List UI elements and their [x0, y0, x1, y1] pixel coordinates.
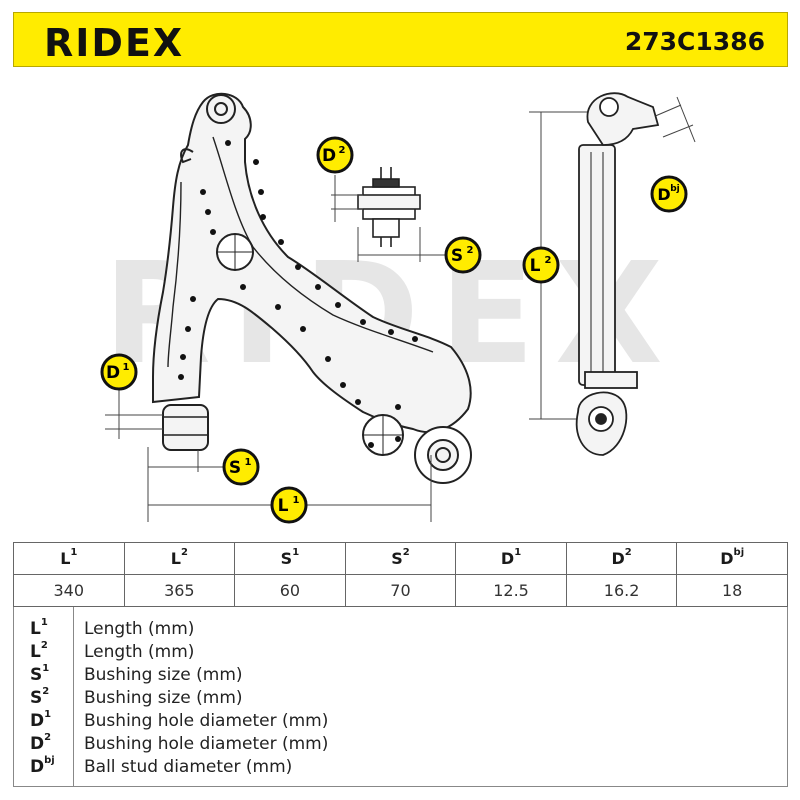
- label-l2: L 2: [522, 246, 560, 284]
- svg-text:2: 2: [339, 145, 346, 156]
- legend-desc-l2: Length (mm): [84, 642, 195, 662]
- value-d2: 16.2: [565, 574, 678, 607]
- col-header-d1: D1: [455, 542, 567, 575]
- value-l2: 365: [123, 574, 236, 607]
- specs-table: L1 L2 S1 S2 D1 D2 Dbj 340 365 60 70 12.5…: [13, 542, 788, 607]
- legend-desc-d1: Bushing hole diameter (mm): [84, 711, 329, 731]
- legend-desc-l1: Length (mm): [84, 619, 195, 639]
- svg-text:1: 1: [293, 495, 300, 506]
- ridex-logo: RIDEX: [44, 21, 185, 65]
- control-arm-diagram: RIDEX: [100, 92, 696, 524]
- col-header-s1: S1: [234, 542, 346, 575]
- value-dbj: 18: [676, 574, 788, 607]
- legend-desc-s1: Bushing size (mm): [84, 665, 243, 685]
- col-header-s2: S2: [344, 542, 457, 575]
- svg-text:L: L: [278, 496, 289, 516]
- legend-desc-dbj: Ball stud diameter (mm): [84, 757, 293, 777]
- svg-text:L: L: [530, 256, 541, 276]
- legend-key-l1: L1: [30, 617, 48, 639]
- value-l1: 340: [13, 574, 125, 607]
- col-header-dbj: Dbj: [676, 542, 788, 575]
- legend-key-column: [14, 607, 74, 786]
- label-dbj: D bj: [650, 175, 688, 213]
- legend-key-d1: D1: [30, 709, 52, 731]
- svg-text:D: D: [106, 363, 120, 383]
- legend-key-dbj: Dbj: [30, 755, 55, 777]
- col-header-d2: D2: [565, 542, 678, 575]
- legend-desc-s2: Bushing size (mm): [84, 688, 243, 708]
- legend-desc-d2: Bushing hole diameter (mm): [84, 734, 329, 754]
- label-l1: L 1: [270, 486, 308, 524]
- label-d2: D 2: [316, 136, 354, 174]
- value-s1: 60: [234, 574, 346, 607]
- specs-header-row: L1 L2 S1 S2 D1 D2 Dbj: [13, 542, 788, 575]
- legend-key-l2: L2: [30, 640, 48, 662]
- svg-text:1: 1: [245, 457, 252, 468]
- col-header-l1: L1: [13, 542, 125, 575]
- value-s2: 70: [344, 574, 457, 607]
- legend-key-s1: S1: [30, 663, 50, 685]
- label-s2: S 2: [444, 236, 482, 274]
- col-header-l2: L2: [123, 542, 236, 575]
- svg-text:bj: bj: [670, 184, 680, 194]
- svg-text:1: 1: [123, 362, 130, 373]
- svg-text:2: 2: [467, 245, 474, 256]
- svg-text:S: S: [451, 246, 463, 266]
- label-d1: D 1: [100, 353, 138, 391]
- legend-key-d2: D2: [30, 732, 52, 754]
- specs-value-row: 340 365 60 70 12.5 16.2 18: [13, 574, 788, 607]
- legend-key-s2: S2: [30, 686, 50, 708]
- value-d1: 12.5: [455, 574, 567, 607]
- side-view: [575, 92, 660, 456]
- bushing-detail: [357, 167, 421, 247]
- svg-text:2: 2: [545, 255, 552, 266]
- label-s1: S 1: [222, 448, 260, 486]
- svg-text:D: D: [657, 185, 670, 204]
- svg-text:S: S: [229, 458, 241, 478]
- part-number: 273C1386: [624, 27, 765, 56]
- legend-box: L1 Length (mm) L2 Length (mm) S1 Bushing…: [13, 607, 788, 787]
- svg-text:D: D: [322, 146, 336, 166]
- rivet-dots: [178, 140, 418, 448]
- header-bar: RIDEX 273C1386: [13, 12, 788, 67]
- control-arm: [152, 92, 472, 484]
